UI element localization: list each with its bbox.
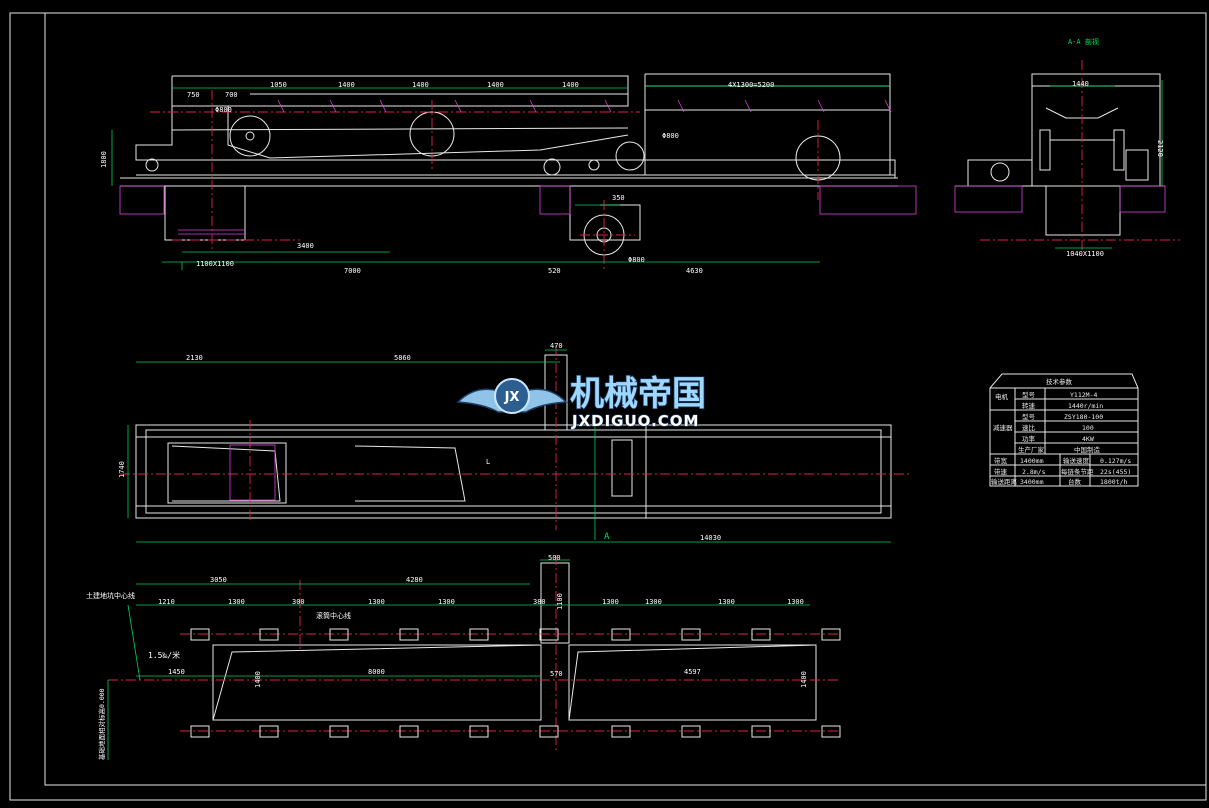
plan-dim-5860: 5860: [394, 354, 411, 362]
fnd-slope: 1.5‰/米: [148, 650, 180, 660]
elev-dim-3400: 3400: [297, 242, 314, 250]
spec-cell-4-2: 4KW: [1082, 435, 1094, 443]
plan-dim-470: 470: [550, 342, 563, 350]
fnd-dim-380: 380: [533, 598, 546, 606]
elev-dim-350: 350: [612, 194, 625, 202]
elev-dim-1400d: 1400: [562, 81, 579, 89]
elev-diameter-1: Φ800: [215, 106, 232, 114]
watermark-url: JXDIGUO.COM: [571, 412, 699, 430]
fnd-label-center: 滚筒中心线: [316, 611, 351, 620]
spec-bottom-0-0: 带宽: [994, 456, 1008, 465]
fnd-dim-1300e: 1300: [645, 598, 662, 606]
section-dim-pit: 1040X1100: [1066, 250, 1104, 258]
elev-dim-700: 700: [225, 91, 238, 99]
fnd-label-left: 土建地坑中心线: [86, 591, 135, 600]
spec-cell-2-0: 减速器: [993, 423, 1013, 432]
fnd-dim-1400a: 1400: [254, 671, 262, 688]
plan-dim-14030: 14030: [700, 534, 721, 542]
fnd-dim-1300c: 1300: [438, 598, 455, 606]
spec-cell-3-1: 速比: [1022, 423, 1036, 432]
fnd-dim-1450: 1450: [168, 668, 185, 676]
fnd-dim-3050: 3050: [210, 576, 227, 584]
fnd-dim-1300a: 1300: [228, 598, 245, 606]
spec-table-title: 技术参数: [1046, 377, 1073, 386]
fnd-dim-1210: 1210: [158, 598, 175, 606]
elev-dim-1400a: 1400: [338, 81, 355, 89]
plan-section-marker: A: [604, 532, 610, 542]
spec-table: [989, 373, 1139, 487]
elev-dim-1400b: 1400: [412, 81, 429, 89]
spec-bottom-2-2: 台数: [1068, 477, 1082, 486]
watermark-gear-icon: [494, 378, 530, 414]
fnd-dim-1300b: 1300: [368, 598, 385, 606]
elev-dim-1050: 1050: [270, 81, 287, 89]
spec-bottom-0-1: 1400mm: [1020, 457, 1044, 465]
fnd-dim-570: 570: [550, 670, 563, 678]
spec-bottom-0-3: 0.127m/s: [1100, 457, 1131, 465]
spec-bottom-1-2: 每链条节距: [1061, 467, 1094, 476]
fnd-dim-1300g: 1300: [787, 598, 804, 606]
foundation-view: [107, 555, 841, 760]
plan-dim-2130: 2130: [186, 354, 203, 362]
elev-diameter-2: Φ800: [662, 132, 679, 140]
elev-dim-pit: 1100X1100: [196, 260, 234, 268]
spec-cell-1-2: 1440r/min: [1068, 402, 1103, 410]
spec-bottom-1-0: 带速: [994, 468, 1008, 476]
elev-diameter-3: Φ800: [628, 256, 645, 264]
elev-dim-750: 750: [187, 91, 200, 99]
elev-dim-1400c: 1400: [487, 81, 504, 89]
section-dim-2120: 2120: [1156, 140, 1164, 157]
spec-cell-2-2: ZSY180-100: [1064, 413, 1103, 421]
spec-bottom-1-3: 22s(455): [1100, 468, 1131, 476]
spec-cell-0-1: 型号: [1022, 390, 1036, 399]
plan-dim-1740: 1740: [118, 461, 126, 478]
plan-view: [120, 345, 910, 543]
spec-cell-2-1: 型号: [1022, 412, 1036, 421]
elevation-view: [111, 73, 917, 270]
spec-bottom-1-1: 2.8m/s: [1022, 468, 1046, 476]
spec-cell-0-0: 电机: [995, 392, 1009, 401]
spec-cell-0-2: Y112M-4: [1070, 391, 1097, 399]
fnd-dim-1400b: 1400: [800, 671, 808, 688]
inner-border: [44, 12, 1207, 786]
watermark-name: 机械帝国: [570, 374, 706, 414]
fnd-dim-500: 500: [548, 554, 561, 562]
elev-dim-520: 520: [548, 267, 561, 275]
spec-cell-3-2: 100: [1082, 424, 1094, 432]
spec-bottom-2-0: 输送距离: [991, 477, 1018, 486]
fnd-dim-4280: 4280: [406, 576, 423, 584]
spec-bottom-0-2: 输送速度: [1063, 456, 1090, 465]
elev-dim-4630: 4630: [686, 267, 703, 275]
fnd-dim-8000: 8000: [368, 668, 385, 676]
plan-marker-L: L: [486, 458, 490, 466]
fnd-label-vertical: 基础地面相对标高0.000: [97, 688, 106, 760]
spec-bottom-2-3: 1800t/h: [1100, 478, 1127, 486]
fnd-dim-1300d: 1300: [602, 598, 619, 606]
fnd-dim-1100: 1100: [556, 593, 564, 610]
spec-cell-5-2: 中国制造: [1074, 445, 1101, 454]
section-title: A-A 剖视: [1068, 37, 1099, 46]
fnd-dim-1300f: 1300: [718, 598, 735, 606]
elev-dim-5200: 4X1300=5200: [728, 81, 774, 89]
elev-height: 1800: [100, 151, 108, 168]
spec-cell-1-1: 转速: [1022, 401, 1036, 410]
watermark-logo-letters: JX: [504, 390, 520, 405]
elev-dim-7000: 7000: [344, 267, 361, 275]
fnd-dim-300: 300: [292, 598, 305, 606]
watermark: JX 机械帝国 JXDIGUO.COM: [456, 373, 707, 431]
section-dim-1440: 1440: [1072, 80, 1089, 88]
section-view: [954, 60, 1180, 250]
spec-table-rows: 电机 型号 Y112M-4 转速 1440r/min 减速器 型号 ZSY180…: [991, 390, 1131, 486]
spec-cell-5-1: 生产厂家: [1018, 445, 1045, 454]
spec-bottom-2-1: 3400mm: [1020, 478, 1044, 486]
fnd-dim-4597: 4597: [684, 668, 701, 676]
spec-cell-4-1: 功率: [1022, 434, 1036, 443]
